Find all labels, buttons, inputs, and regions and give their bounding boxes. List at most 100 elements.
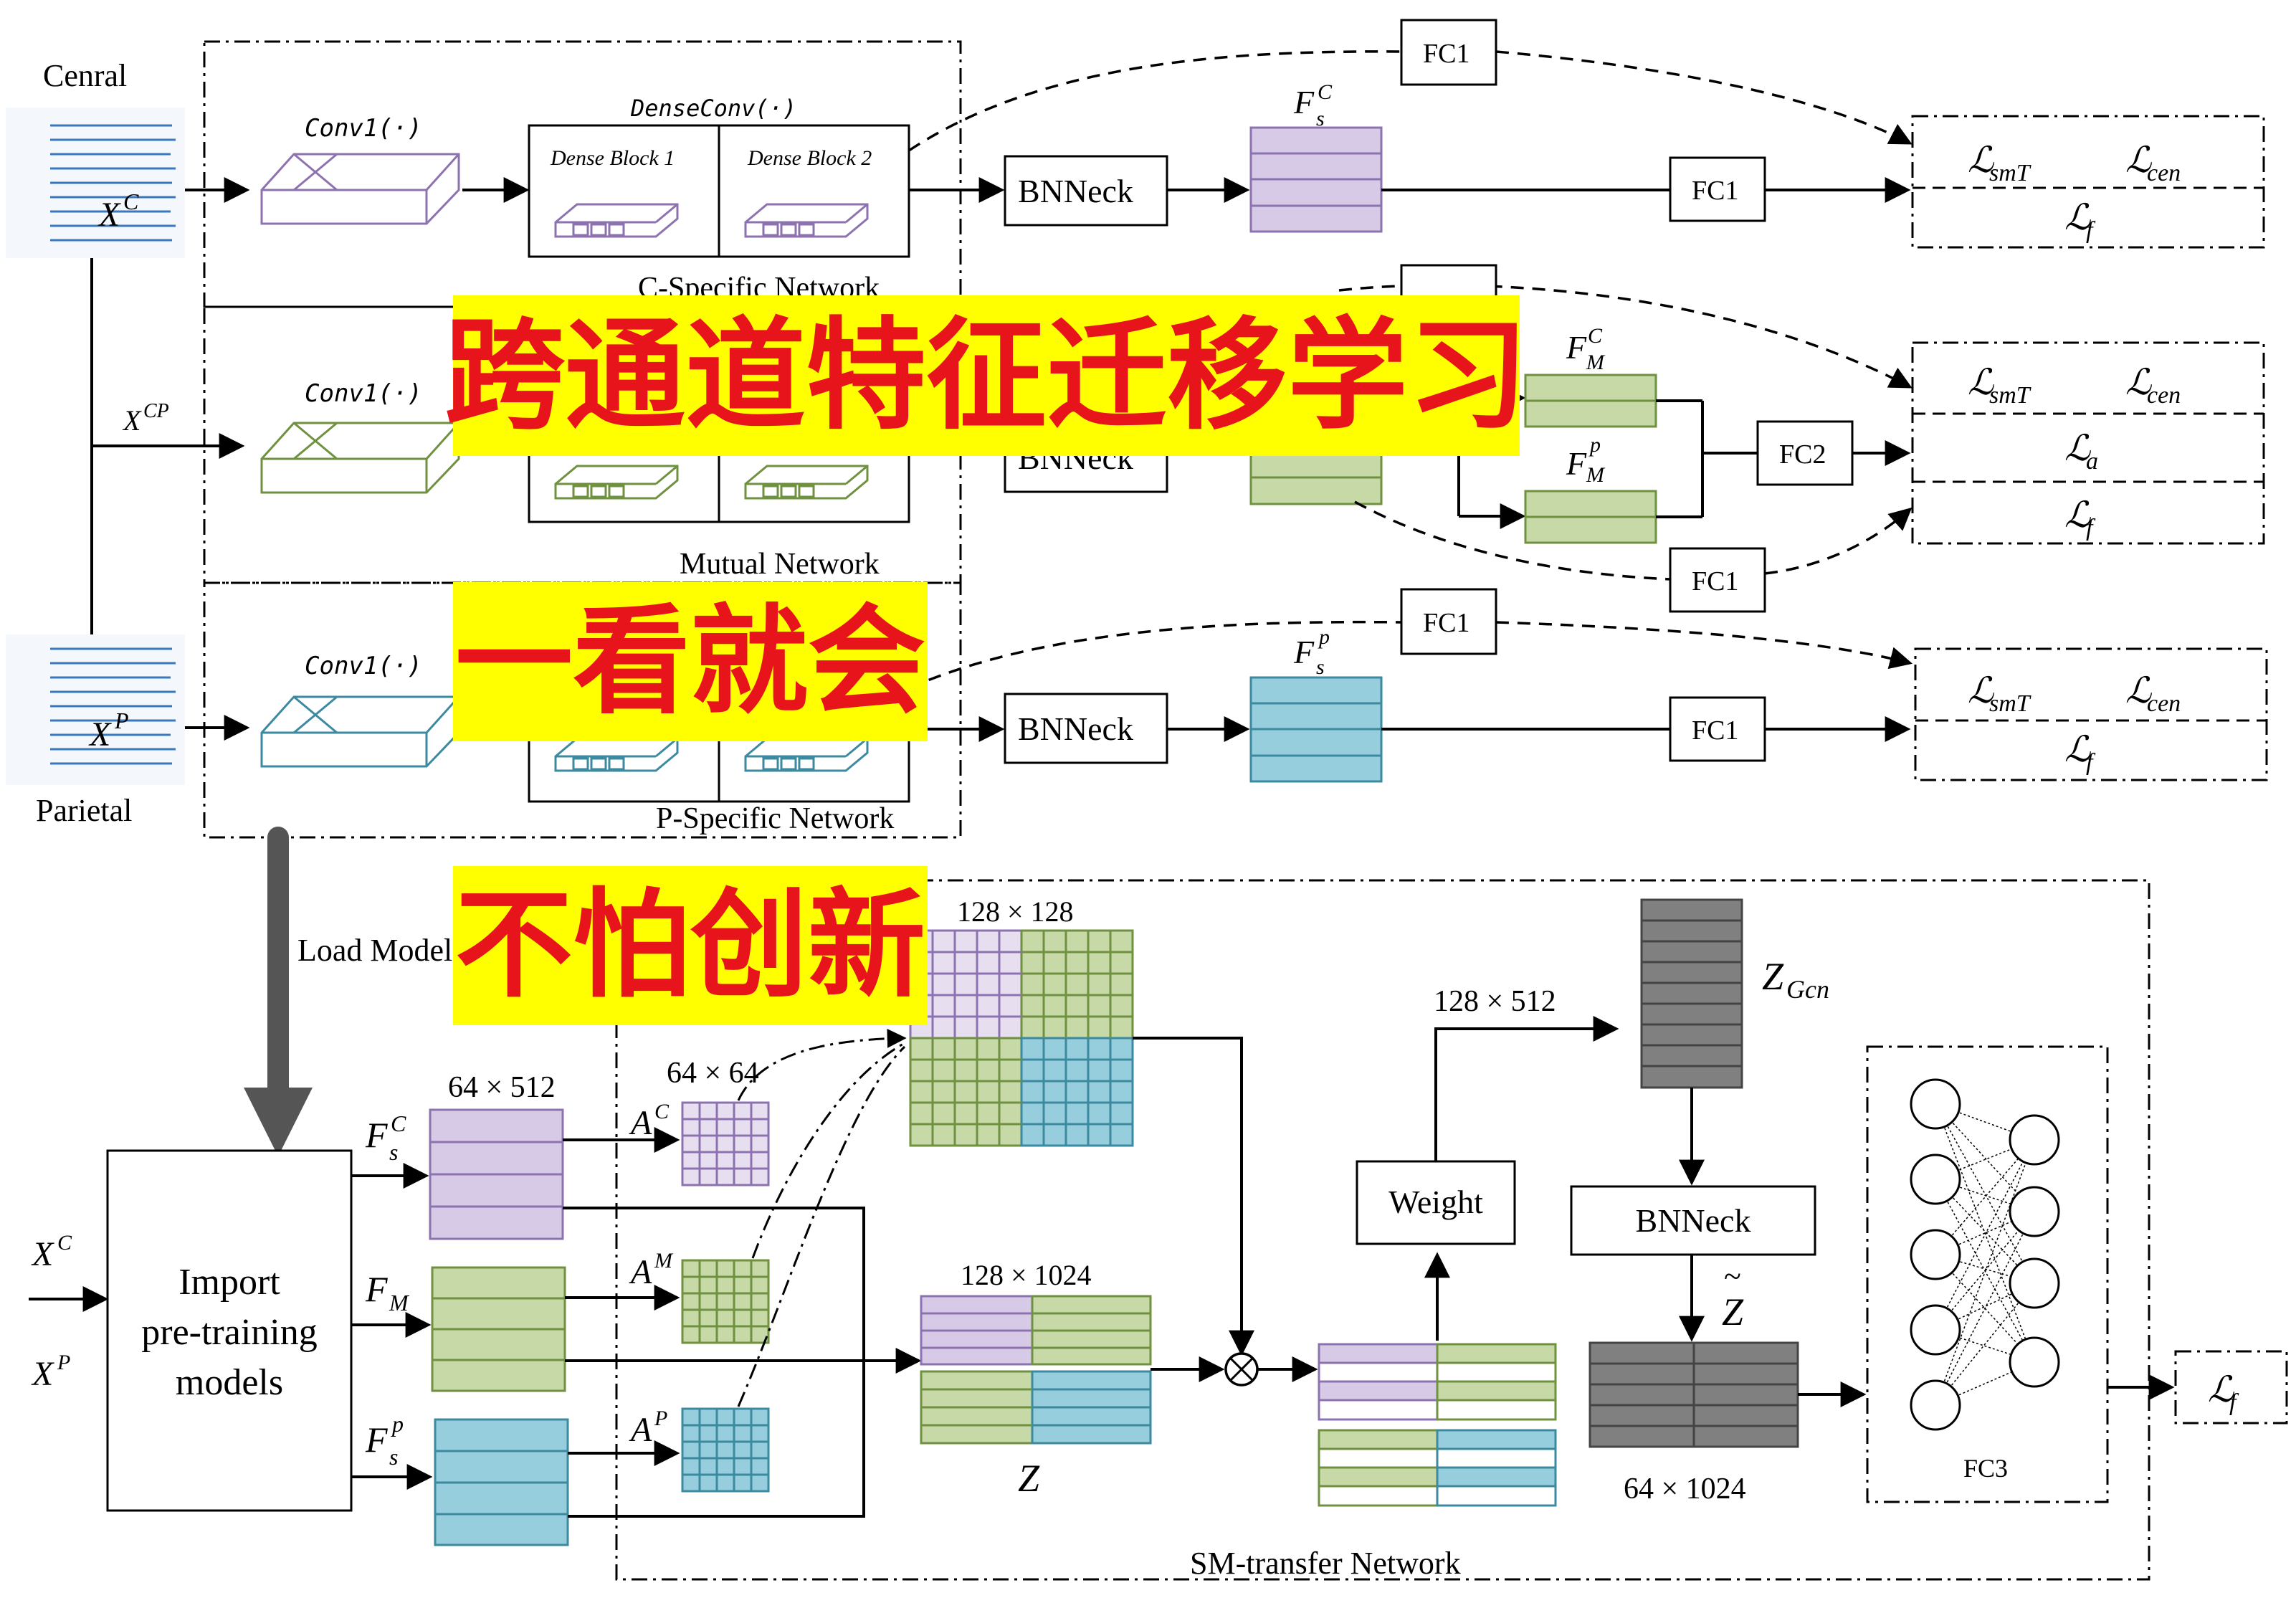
dense-block-1-label: Dense Block 1 — [550, 146, 675, 170]
a-p-A: A — [629, 1411, 652, 1449]
p-specific-label: P-Specific Network — [656, 802, 894, 835]
banner-cross-channel: 跨通道特征迁移学习 — [444, 295, 1528, 456]
feature-fs-c-block — [1249, 126, 1383, 233]
loss-f-final: ℒ f — [2208, 1369, 2239, 1416]
loss-cen-c-sub: cen — [2147, 160, 2181, 186]
loss-cen-p: ℒ cen — [2125, 670, 2181, 717]
fmc-sub: M — [1586, 351, 1606, 374]
fc1-c-box — [1669, 156, 1766, 222]
conv1-label-c: Conv1(·) — [305, 114, 422, 143]
banner-easy-to-learn: 一看就会 — [453, 582, 928, 741]
loss-f-m: ℒ f — [2064, 495, 2096, 541]
bnneck-bottom-box — [1570, 1185, 1816, 1256]
bottom-fs-p-label: F p s — [365, 1411, 404, 1470]
loss-cen-c-L: ℒ — [2125, 140, 2152, 180]
big-matrix-128 — [909, 929, 1134, 1147]
fmc-label: F C M — [1566, 324, 1606, 374]
loss-f-m-L: ℒ — [2064, 495, 2091, 535]
z-tilde-label: Z ~ — [1722, 1259, 1744, 1333]
conv1-label-p: Conv1(·) — [305, 652, 422, 680]
import-line-3: models — [176, 1362, 283, 1403]
p-specific-frame — [203, 581, 962, 839]
a-c-A: A — [629, 1104, 652, 1142]
dense-block-2-label: Dense Block 2 — [747, 146, 872, 170]
dim-128x1024: 128 × 1024 — [961, 1259, 1092, 1291]
fc3-label: FC3 — [1963, 1454, 2008, 1483]
fs-c-F: F — [1293, 84, 1315, 120]
import-xc-sup: C — [57, 1231, 72, 1255]
banner-fearless-innovation: 不怕创新 — [453, 866, 928, 1025]
fmp-label: F C p M — [1566, 433, 1606, 487]
fc2-label: FC2 — [1779, 439, 1826, 470]
loss-cen-m: ℒ cen — [2125, 362, 2181, 409]
dim-128x512: 128 × 512 — [1434, 985, 1556, 1018]
fc1-top-label: FC1 — [1423, 39, 1469, 69]
dim-128x128: 128 × 128 — [957, 895, 1074, 928]
loss-cen-p-sub: cen — [2147, 690, 2181, 717]
eeg-central-thumbnail — [6, 108, 185, 258]
feature-fmp-block — [1524, 490, 1657, 544]
z-gcn-sub: Gcn — [1786, 975, 1829, 1004]
denseconv-label: DenseConv(·) — [630, 95, 796, 122]
bottom-fs-p-sub: s — [389, 1444, 398, 1470]
z-matrix — [920, 1295, 1152, 1445]
z-gcn-matrix — [1640, 898, 1743, 1089]
fs-c-label: F C s — [1293, 80, 1333, 130]
import-box — [106, 1149, 353, 1512]
fc1-c-label: FC1 — [1692, 176, 1738, 206]
fmp-sub: M — [1586, 463, 1606, 487]
loss-smt-c-L: ℒ — [1968, 140, 1994, 180]
xcp-label: X CP — [122, 400, 169, 437]
loss-a-m-L: ℒ — [2064, 428, 2091, 468]
loss-cen-c: ℒ cen — [2125, 140, 2181, 186]
loss-f-final-sub: f — [2229, 1389, 2239, 1416]
xp-input-label: X P — [88, 708, 129, 753]
dim-64x64: 64 × 64 — [667, 1057, 759, 1090]
z-tilde-matrix — [1588, 1341, 1799, 1448]
xc-sup: C — [123, 189, 139, 214]
eeg-parietal-thumbnail — [6, 634, 185, 785]
fmp-sup-p: p — [1588, 433, 1601, 457]
loss-cen-p-L: ℒ — [2125, 670, 2152, 710]
fc3-frame — [1866, 1045, 2109, 1503]
fs-p-F: F — [1293, 634, 1315, 670]
xc-input-label: X C — [97, 189, 139, 234]
loss-smt-c-sub: smT — [1989, 160, 2031, 186]
xcp-text: X — [122, 404, 142, 437]
loss-f-c-L: ℒ — [2064, 197, 2091, 237]
loss-smt-m: ℒ smT — [1968, 362, 2031, 409]
z-label: Z — [1018, 1457, 1040, 1500]
fc1-mid-bottom-label: FC1 — [1692, 566, 1738, 596]
loss-smt-m-L: ℒ — [1968, 362, 1994, 402]
a-p-matrix — [681, 1407, 770, 1493]
loss-f-p-L: ℒ — [2064, 729, 2091, 769]
weight-box — [1356, 1160, 1516, 1245]
bottom-fs-c-label: F C s — [365, 1110, 406, 1165]
parietal-label: Parietal — [36, 793, 132, 828]
xcp-sup: CP — [143, 400, 169, 422]
conv1-block-m — [260, 422, 460, 494]
central-label: Cenral — [43, 58, 127, 93]
a-c-label: A C — [629, 1100, 670, 1142]
mutual-label: Mutual Network — [680, 548, 880, 581]
xp-text: X — [88, 715, 112, 753]
loss-smt-p: ℒ smT — [1968, 670, 2031, 717]
feature-fs-p-block — [1249, 676, 1383, 783]
fc3-network-icon — [1910, 1078, 2060, 1431]
fmc-sup: C — [1588, 324, 1603, 348]
loss-f-final-L: ℒ — [2208, 1369, 2234, 1409]
dense-mini-blocks-m — [554, 465, 869, 500]
bottom-fs-p-sup: p — [391, 1411, 404, 1437]
fc1-mid-bottom-box — [1669, 547, 1766, 613]
a-c-sup: C — [654, 1100, 670, 1123]
fc1-p-box — [1669, 696, 1766, 762]
bnneck-bottom-label: BNNeck — [1636, 1202, 1751, 1239]
conv1-block-p — [260, 695, 460, 768]
dense-mini-blocks-c — [554, 203, 869, 238]
loss-f-m-sub: f — [2086, 515, 2096, 541]
z-gcn-label: Z Gcn — [1762, 955, 1829, 1004]
feature-fmc-block — [1524, 374, 1657, 428]
z-gcn-Z: Z — [1762, 955, 1784, 998]
loss-f-p: ℒ f — [2064, 729, 2096, 776]
load-model-label: Load Model — [297, 933, 452, 968]
